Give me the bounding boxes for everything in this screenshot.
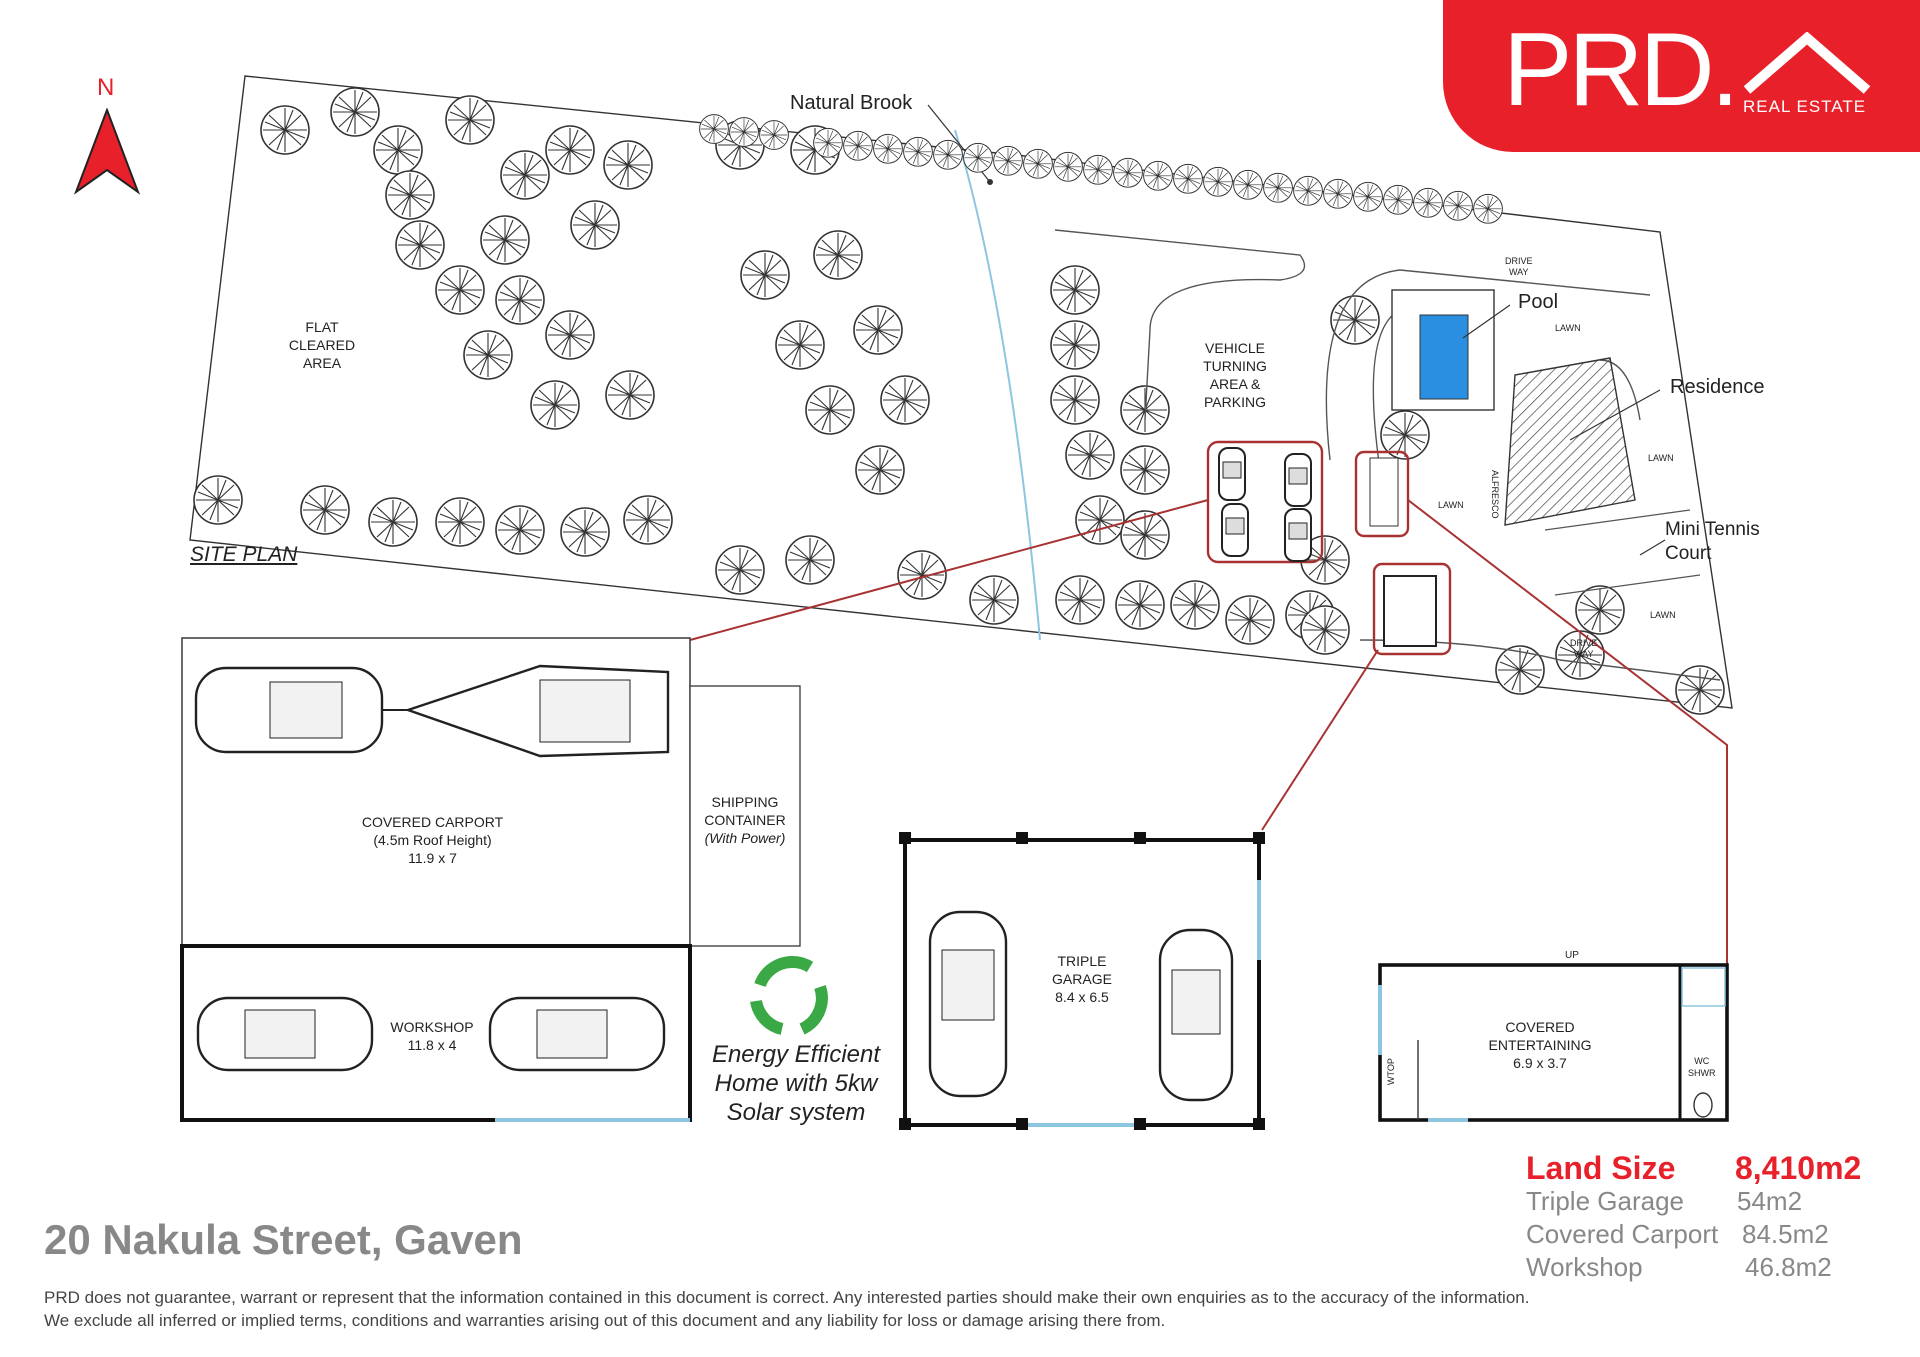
callout-carport [1206, 440, 1324, 564]
covered-carport-area-label: Covered Carport [1526, 1219, 1719, 1249]
residence-building [1504, 357, 1636, 526]
pool-label: Pool [1518, 291, 1559, 313]
up-label: UP [1565, 950, 1579, 961]
callout-garage [1372, 562, 1452, 656]
pool [1419, 314, 1469, 400]
covered-entertaining-plan [1378, 963, 1729, 1122]
covered-carport-area-value: 84.5m2 [1742, 1219, 1829, 1249]
natural-brook-label: Natural Brook [790, 92, 913, 114]
brand-logo-subtext: REAL ESTATE [1743, 97, 1867, 116]
recycle-footprints-icon [750, 955, 828, 1035]
house-roof-icon [1743, 32, 1871, 94]
disclaimer: PRD does not guarantee, warrant or repre… [44, 1288, 1530, 1330]
north-arrow-icon [73, 108, 141, 195]
energy-efficient-text: Energy Efficient Home with 5kw Solar sys… [711, 1041, 881, 1126]
workshop-vehicles [196, 996, 666, 1072]
callout-entertaining [1354, 450, 1410, 538]
carport-vehicles [194, 664, 670, 758]
triple-garage-label: TRIPLE GARAGE 8.4 x 6.5 [1052, 953, 1112, 1005]
workshop-label: WORKSHOP 11.8 x 4 [390, 1019, 474, 1053]
shipping-container-plan [689, 685, 801, 947]
vehicle-turning-label: VEHICLE TURNING AREA & PARKING [1203, 340, 1267, 410]
lawn-label-2: LAWN [1648, 453, 1674, 463]
residence-label: Residence [1670, 376, 1765, 398]
mini-tennis-court-label: Mini Tennis Court [1665, 519, 1760, 564]
site-plan-title: SITE PLAN [190, 543, 298, 566]
triple-garage-area-label: Triple Garage [1526, 1186, 1684, 1216]
alfresco-label: ALFRESCO [1490, 470, 1500, 519]
triple-garage-area-value: 54m2 [1737, 1186, 1803, 1216]
property-boundary [189, 75, 1733, 709]
property-address: 20 Nakula Street, Gaven [44, 1216, 523, 1263]
brand-logo: PRD. REAL ESTATE [1443, 0, 1920, 152]
lawn-label-1: LAWN [1555, 323, 1581, 333]
land-size-label: Land Size [1526, 1150, 1676, 1186]
flat-cleared-area-label: FLAT CLEARED AREA [288, 319, 356, 371]
lawn-label-3: LAWN [1438, 500, 1464, 510]
land-size-value: 8,410m2 [1735, 1150, 1862, 1186]
workshop-area-value: 46.8m2 [1745, 1252, 1832, 1282]
workshop-area-label: Workshop [1526, 1252, 1643, 1282]
natural-brook-line [954, 129, 1041, 641]
covered-carport-label: COVERED CARPORT (4.5m Roof Height) 11.9 … [361, 814, 504, 866]
lawn-label-4: LAWN [1650, 610, 1676, 620]
covered-entertaining-label: COVERED ENTERTAINING 6.9 x 3.7 [1488, 1019, 1592, 1071]
shipping-container-label: SHIPPING CONTAINER (With Power) [704, 794, 786, 846]
garage-vehicles [928, 910, 1234, 1102]
north-compass: N [62, 74, 142, 195]
compass-label: N [97, 74, 115, 101]
wtop-label: WTOP [1386, 1058, 1396, 1085]
brand-logo-text: PRD. [1503, 12, 1739, 128]
